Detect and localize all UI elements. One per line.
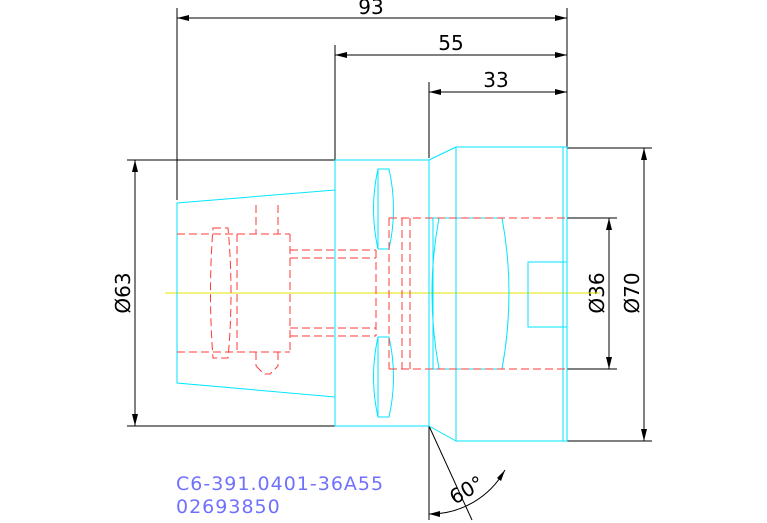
dim-mid-length-label: 55 <box>438 31 463 55</box>
dim-mid-length: 55 <box>334 31 567 160</box>
dim-overall-length-label: 93 <box>358 0 383 19</box>
dim-body-diameter-label: Ø70 <box>620 272 644 313</box>
part-number: C6-391.0401-36A55 <box>176 473 385 495</box>
dim-shank-diameter: Ø63 <box>111 159 335 427</box>
dim-body-diameter: Ø70 <box>567 147 652 442</box>
order-number: 02693850 <box>176 496 281 518</box>
hidden-features <box>177 205 567 375</box>
dim-shank-diameter-label: Ø63 <box>111 272 135 313</box>
part-outline <box>176 146 568 442</box>
dim-overall-length: 93 <box>176 0 568 200</box>
dim-chamfer-angle: 60° <box>428 425 506 521</box>
dim-front-length-label: 33 <box>483 68 508 92</box>
dim-front-length: 33 <box>428 68 567 158</box>
